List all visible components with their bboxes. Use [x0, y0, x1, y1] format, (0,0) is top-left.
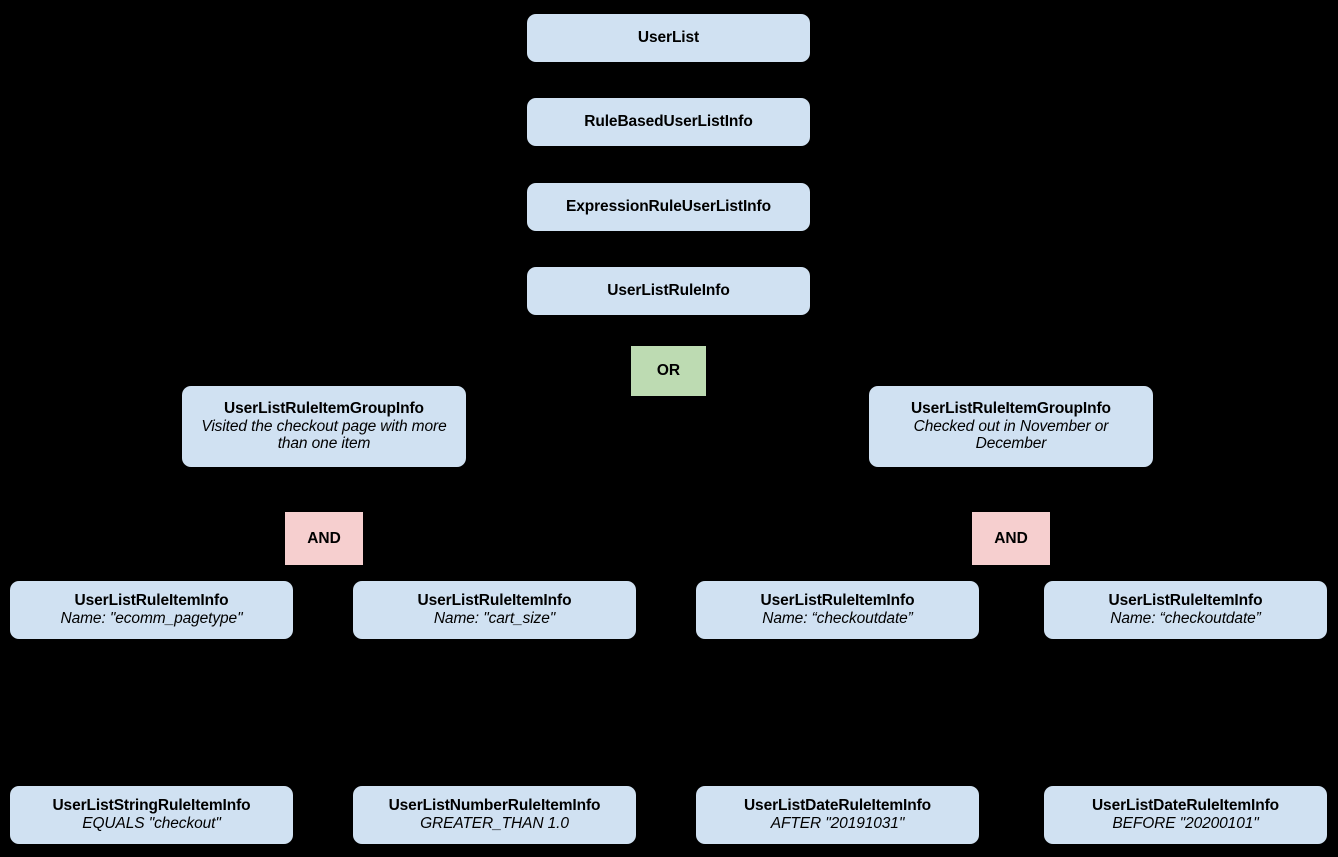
operator-and-right[interactable]: AND	[972, 512, 1050, 565]
node-title: UserListRuleItemInfo	[760, 592, 915, 610]
node-title: UserListRuleItemGroupInfo	[911, 400, 1111, 418]
arrowhead-to-group-left	[313, 377, 335, 386]
node-item-checkoutdate-before[interactable]: UserListRuleItemInfo Name: “checkoutdate…	[1044, 581, 1327, 639]
node-subtitle: Visited the checkout page with more than…	[201, 417, 447, 453]
node-title: UserListRuleItemInfo	[74, 592, 229, 610]
node-title: UserListStringRuleItemInfo	[52, 797, 251, 815]
node-title: UserListRuleItemInfo	[417, 592, 572, 610]
node-title: UserListDateRuleItemInfo	[743, 797, 932, 815]
arrowhead-to-group-right	[1000, 377, 1022, 386]
node-title: UserListRuleInfo	[607, 282, 730, 300]
node-subtitle: AFTER "20191031"	[770, 815, 905, 832]
node-item-ecomm-pagetype[interactable]: UserListRuleItemInfo Name: "ecomm_pagety…	[10, 581, 293, 639]
node-item-cart-size[interactable]: UserListRuleItemInfo Name: "cart_size"	[353, 581, 636, 639]
node-subtitle: BEFORE "20200101"	[1112, 815, 1259, 832]
operator-label: AND	[994, 529, 1028, 547]
node-subtitle: Name: “checkoutdate”	[762, 610, 913, 627]
operator-label: OR	[656, 362, 681, 379]
node-title: ExpressionRuleUserListInfo	[566, 198, 771, 216]
node-rule-based-user-list-info[interactable]: RuleBasedUserListInfo	[527, 98, 810, 146]
node-group-left[interactable]: UserListRuleItemGroupInfo Visited the ch…	[182, 386, 466, 467]
node-title: UserListNumberRuleItemInfo	[388, 797, 601, 815]
node-leaf-date-rule-after[interactable]: UserListDateRuleItemInfo AFTER "20191031…	[696, 786, 979, 844]
node-title: RuleBasedUserListInfo	[584, 113, 753, 131]
node-subtitle: Name: "ecomm_pagetype"	[60, 610, 243, 627]
node-group-right[interactable]: UserListRuleItemGroupInfo Checked out in…	[869, 386, 1153, 467]
node-subtitle: Checked out in November or December	[913, 417, 1109, 453]
operator-or[interactable]: OR	[631, 346, 706, 396]
node-leaf-number-rule[interactable]: UserListNumberRuleItemInfo GREATER_THAN …	[353, 786, 636, 844]
node-leaf-date-rule-before[interactable]: UserListDateRuleItemInfo BEFORE "2020010…	[1044, 786, 1327, 844]
node-title: UserListRuleItemGroupInfo	[224, 400, 424, 418]
node-leaf-string-rule[interactable]: UserListStringRuleItemInfo EQUALS "check…	[10, 786, 293, 844]
node-title: UserListRuleItemInfo	[1108, 592, 1263, 610]
node-title: UserList	[637, 29, 700, 47]
node-title: UserListDateRuleItemInfo	[1091, 797, 1280, 815]
node-user-list-rule-info[interactable]: UserListRuleInfo	[527, 267, 810, 315]
node-user-list[interactable]: UserList	[527, 14, 810, 62]
node-expression-rule-user-list-info[interactable]: ExpressionRuleUserListInfo	[527, 183, 810, 231]
node-subtitle: GREATER_THAN 1.0	[420, 815, 569, 832]
node-subtitle: EQUALS "checkout"	[82, 815, 221, 832]
node-item-checkoutdate-after[interactable]: UserListRuleItemInfo Name: “checkoutdate…	[696, 581, 979, 639]
node-subtitle: Name: "cart_size"	[433, 610, 556, 627]
node-subtitle: Name: “checkoutdate”	[1110, 610, 1261, 627]
operator-and-left[interactable]: AND	[285, 512, 363, 565]
operator-label: AND	[307, 529, 341, 547]
